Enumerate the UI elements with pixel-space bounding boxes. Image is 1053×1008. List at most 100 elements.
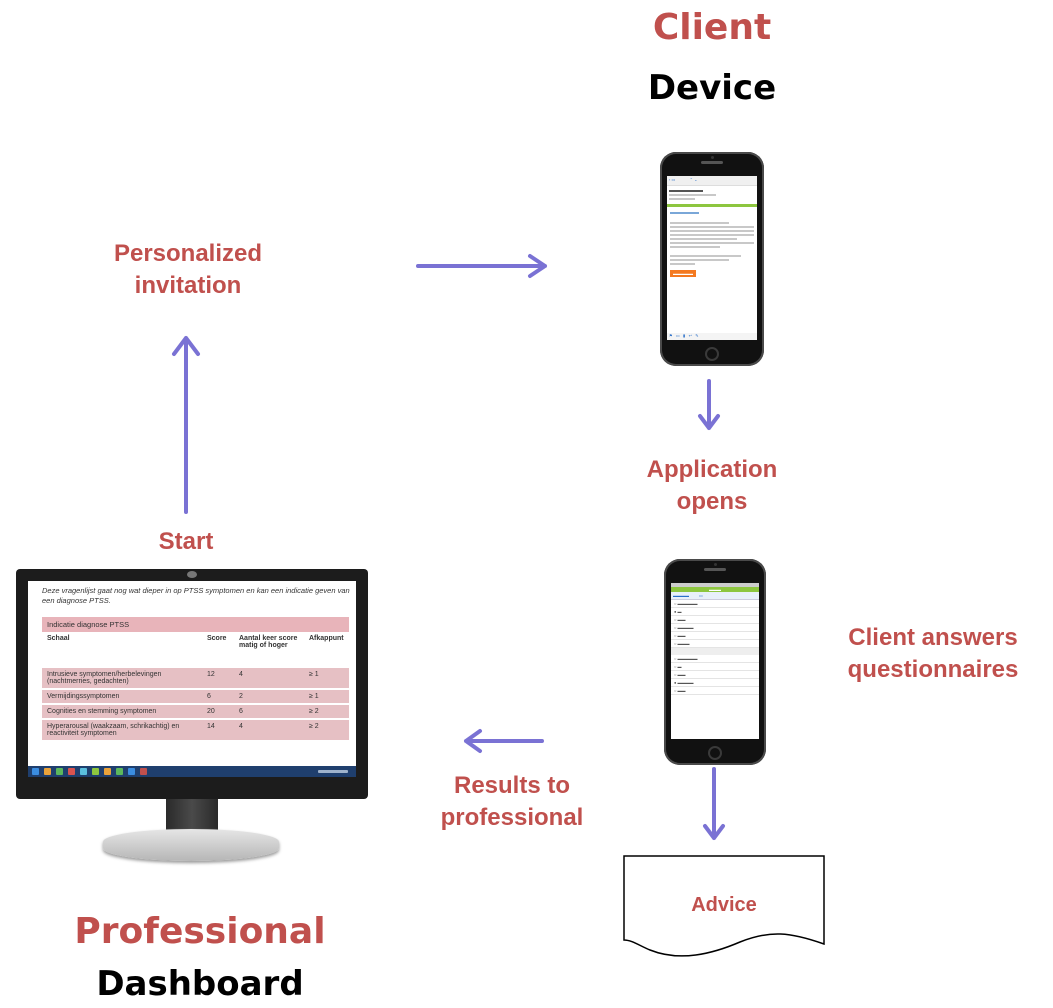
label-line: Personalized <box>113 240 263 267</box>
table-header: Aantal keer score matig of hoger <box>234 632 304 667</box>
phone-home-button <box>708 746 722 760</box>
dashboard-taskbar <box>28 766 356 777</box>
app-icon <box>116 768 123 775</box>
app-icon <box>44 768 51 775</box>
start-icon <box>32 768 39 775</box>
device-title: Device <box>647 68 777 108</box>
app-section-header <box>671 648 759 655</box>
arrow-device-to-app <box>698 379 720 430</box>
arrow-app-to-advice <box>703 767 725 840</box>
table-cell: Intrusieve symptomen/herbelevingen (nach… <box>42 666 202 689</box>
table-cell: 4 <box>234 718 304 740</box>
client-title: Client <box>652 7 772 48</box>
client-answers-label: Client answers questionnaires <box>808 622 1053 686</box>
app-icon <box>104 768 111 775</box>
app-question-row: ○ ▬▬▬▬▬ <box>671 655 759 663</box>
mail-body: ▬▬▬▬▬ <box>667 207 757 280</box>
client-phone-app: ▬▬▬ ▬▬▬▬ ▭ ○ ▬▬▬▬▬ ● ▬ ○ ▬▬ ○ ▬▬▬▬ ○ ▬▬ … <box>664 559 766 765</box>
table-cell: ≥ 2 <box>304 703 349 719</box>
table-header: Schaal <box>42 632 202 667</box>
arrow-invitation-to-device <box>416 254 547 278</box>
table-row: Cognities en stemming symptomen 20 6 ≥ 2 <box>42 703 349 719</box>
phone-speaker <box>701 161 723 164</box>
dashboard-intro-text: Deze vragenlijst gaat nog wat dieper in … <box>42 586 350 605</box>
table-row: Intrusieve symptomen/herbelevingen (nach… <box>42 666 349 689</box>
advice-label: Advice <box>691 894 757 916</box>
table-cell: 6 <box>234 703 304 719</box>
table-cell: 2 <box>234 688 304 704</box>
table-cell: Hyperarousal (waakzaam, schrikachtig) en… <box>42 718 202 740</box>
app-icon <box>56 768 63 775</box>
app-question-row: ● ▬▬▬▬ <box>671 679 759 687</box>
personalized-invitation-label: Personalized invitation <box>70 238 306 302</box>
table-row: Vermijdingssymptomen 6 2 ≥ 1 <box>42 688 349 704</box>
table-cell: Cognities en stemming symptomen <box>42 703 202 719</box>
ptss-results-table: Indicatie diagnose PTSS Schaal Score Aan… <box>42 617 349 740</box>
app-icon <box>140 768 147 775</box>
app-icon <box>92 768 99 775</box>
monitor-logo <box>187 571 197 578</box>
table-caption-row: Indicatie diagnose PTSS <box>42 617 349 632</box>
advice-document-shape <box>623 855 825 957</box>
email-screen: ‹ ▭ ⌃ ⌄ ▬▬▬▬▬ ⚑ ▭ ▮ ↩ ✎ <box>667 176 757 340</box>
phone-home-button <box>705 347 719 361</box>
app-screen: ▬▬▬ ▬▬▬▬ ▭ ○ ▬▬▬▬▬ ● ▬ ○ ▬▬ ○ ▬▬▬▬ ○ ▬▬ … <box>671 583 759 739</box>
mail-nav-bar: ‹ ▭ ⌃ ⌄ <box>667 176 757 186</box>
label-line: Client answers <box>848 624 1018 651</box>
mail-toolbar: ⚑ ▭ ▮ ↩ ✎ <box>667 333 757 340</box>
dashboard-screen: Deze vragenlijst gaat nog wat dieper in … <box>28 581 356 777</box>
application-opens-label: Application opens <box>602 454 822 518</box>
phone-speaker <box>704 568 726 571</box>
table-cell: ≥ 1 <box>304 666 349 689</box>
app-title-bar: ▬▬▬▬ ▭ <box>671 592 759 600</box>
table-caption: Indicatie diagnose PTSS <box>42 617 349 632</box>
app-question-row: ○ ▬▬▬▬▬ <box>671 600 759 608</box>
tray-icon <box>318 770 348 773</box>
dashboard-monitor: Deze vragenlijst gaat nog wat dieper in … <box>16 569 368 799</box>
app-question-row: ○ ▬▬ <box>671 616 759 624</box>
table-row: Hyperarousal (waakzaam, schrikachtig) en… <box>42 718 349 740</box>
results-to-professional-label: Results to professional <box>402 770 622 834</box>
table-header-row: Schaal Score Aantal keer score matig of … <box>42 632 349 667</box>
app-header: ▬▬▬ <box>671 587 759 592</box>
table-cell: Vermijdingssymptomen <box>42 688 202 704</box>
phone-camera <box>714 563 717 566</box>
label-line: professional <box>440 804 584 831</box>
monitor-stand-neck <box>166 799 218 833</box>
arrow-results-to-professional <box>464 729 544 753</box>
mail-sender <box>667 186 757 204</box>
client-phone-email: ‹ ▭ ⌃ ⌄ ▬▬▬▬▬ ⚑ ▭ ▮ ↩ ✎ <box>660 152 764 366</box>
table-header: Afkappunt <box>304 632 349 667</box>
app-question-row: ● ▬ <box>671 608 759 616</box>
table-cell: 14 <box>202 718 234 740</box>
label-line: opens <box>676 488 748 515</box>
app-question-row: ○ ▬▬ <box>671 671 759 679</box>
dashboard-title: Dashboard <box>96 964 304 1004</box>
table-cell: 6 <box>202 688 234 704</box>
label-line: Results to <box>453 772 570 799</box>
app-icon <box>68 768 75 775</box>
app-icon <box>128 768 135 775</box>
label-line: invitation <box>134 272 242 299</box>
mail-open-button: ▬▬▬▬▬ <box>670 270 696 277</box>
table-cell: ≥ 1 <box>304 688 349 704</box>
arrow-start-to-invitation <box>172 336 200 514</box>
professional-title: Professional <box>74 911 326 952</box>
label-line: Application <box>646 456 778 483</box>
monitor-stand-base <box>103 829 279 861</box>
phone-camera <box>711 156 714 159</box>
table-cell: 20 <box>202 703 234 719</box>
app-question-row: ○ ▬▬▬ <box>671 640 759 648</box>
start-label: Start <box>158 528 214 555</box>
app-status-bar <box>671 583 759 587</box>
table-header: Score <box>202 632 234 667</box>
app-question-row: ○ ▬▬ <box>671 687 759 695</box>
mail-accent-bar <box>667 204 757 207</box>
label-line: questionnaires <box>847 656 1019 683</box>
table-cell: 4 <box>234 666 304 689</box>
app-question-row: ○ ▬▬ <box>671 632 759 640</box>
app-icon <box>80 768 87 775</box>
table-cell: 12 <box>202 666 234 689</box>
table-cell: ≥ 2 <box>304 718 349 740</box>
